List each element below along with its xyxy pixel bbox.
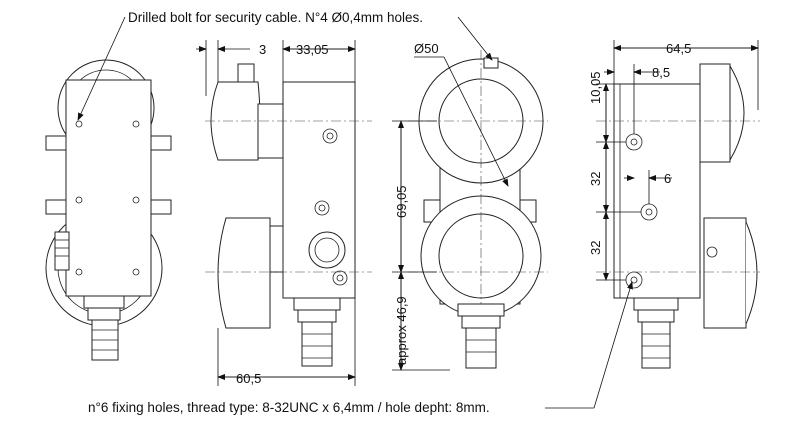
dim-64-5-label: 64,5 xyxy=(666,41,691,56)
dim-33-05-label: 33,05 xyxy=(296,42,329,57)
dim-69-05-label: 69,05 xyxy=(394,185,409,218)
dim-d50-label: Ø50 xyxy=(414,41,439,56)
dim-46-9-label: approx 46,9 xyxy=(394,296,409,365)
bottom-note-leader xyxy=(545,281,633,409)
back-view xyxy=(45,59,172,361)
bottom-note: n°6 fixing holes, thread type: 8-32UNC x… xyxy=(88,400,490,415)
dim-8-5-label: 8,5 xyxy=(652,65,670,80)
dim-60-5-label: 60,5 xyxy=(236,371,261,386)
top-note: Drilled bolt for security cable. N°4 Ø0,… xyxy=(128,10,423,25)
front-view: Ø50 69,05 approx 46,9 xyxy=(392,41,548,371)
side-view: 3 33,05 60,5 xyxy=(196,40,372,386)
dim-6-label: 6 xyxy=(664,171,671,186)
dim-3-label: 3 xyxy=(259,42,266,57)
dim-32-a-label: 32 xyxy=(588,172,603,186)
top-note-leader xyxy=(77,16,493,121)
dim-10-05-label: 10,05 xyxy=(588,71,603,104)
dim-32-b-label: 32 xyxy=(588,241,603,255)
right-view: 64,5 8,5 10,05 32 32 6 xyxy=(588,40,760,369)
